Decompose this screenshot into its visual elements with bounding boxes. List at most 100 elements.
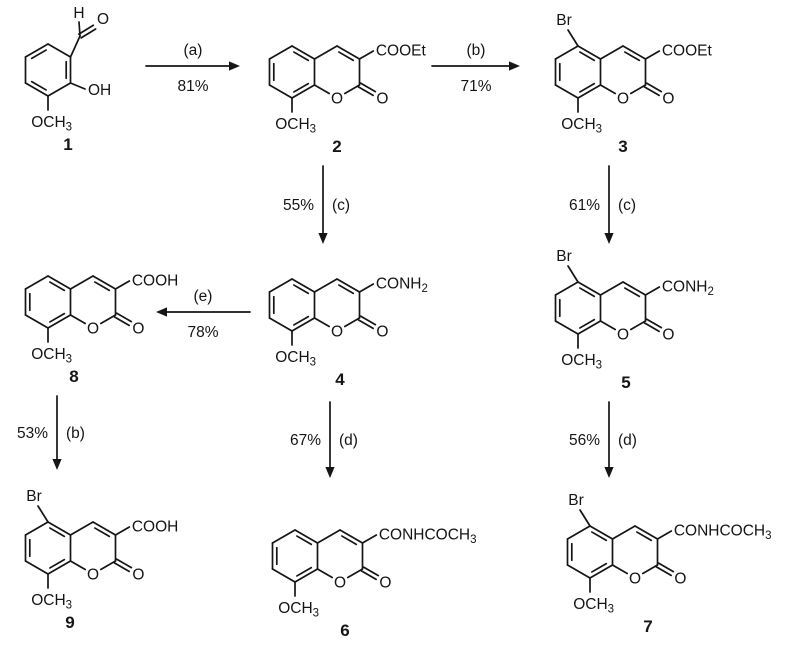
methoxy-label: OCH3 — [573, 596, 614, 616]
methoxy-label: OCH3 — [561, 352, 602, 372]
bond — [49, 281, 66, 292]
bond — [316, 529, 341, 544]
bond — [313, 317, 331, 328]
bond — [313, 84, 331, 95]
bond — [577, 281, 602, 296]
methoxy-label: OCH3 — [278, 600, 319, 620]
substituent-label: COOH — [132, 273, 179, 290]
bond — [567, 29, 579, 47]
bond — [629, 84, 647, 95]
bond — [114, 280, 131, 290]
bond — [336, 45, 361, 60]
compound-number: 7 — [643, 617, 652, 636]
substituent-label: CONHCOCH3 — [379, 527, 477, 547]
ring-oxygen-label: O — [331, 91, 343, 108]
substituent-label: CONH2 — [376, 276, 428, 296]
bond — [69, 275, 94, 290]
bond — [611, 525, 636, 540]
bond — [362, 566, 380, 577]
bond — [624, 51, 641, 62]
bond — [92, 521, 117, 536]
bond — [645, 82, 663, 93]
bond — [579, 82, 596, 93]
arrow-step-label: (d) — [618, 432, 637, 449]
bond — [579, 318, 596, 329]
arrow-a: (a)81% — [145, 42, 240, 95]
bond — [271, 568, 296, 583]
bond — [577, 320, 602, 335]
arrow-yield-label: 61% — [569, 197, 600, 214]
bond — [358, 50, 375, 60]
bond — [47, 521, 72, 536]
arrow-step-label: (c) — [618, 197, 636, 214]
bond — [554, 281, 579, 296]
compound-number: 9 — [65, 613, 74, 632]
bond — [359, 82, 377, 93]
bond — [47, 275, 72, 290]
bond — [268, 45, 293, 60]
bond — [339, 529, 364, 544]
arrow-yield-label: 78% — [187, 324, 218, 341]
arrow-c-1: 55%(c) — [283, 165, 350, 244]
bond — [24, 560, 49, 575]
compound-number: 4 — [335, 370, 345, 389]
ring-oxygen-label: O — [334, 575, 346, 592]
bond — [94, 527, 111, 538]
bond — [49, 527, 66, 538]
bond — [359, 315, 377, 326]
ring-oxygen-label: O — [617, 327, 629, 344]
bond — [629, 320, 647, 331]
carbonyl-oxygen-label: O — [662, 90, 674, 107]
bromo-label: Br — [26, 488, 42, 505]
bond — [291, 84, 316, 99]
arrowhead — [156, 307, 167, 317]
arrow-yield-label: 67% — [290, 432, 321, 449]
bond — [656, 530, 673, 540]
hydroxy-label: OH — [88, 82, 111, 99]
bond — [343, 317, 361, 328]
bond — [293, 315, 310, 326]
arrow-yield-label: 71% — [460, 78, 491, 95]
bond — [99, 314, 117, 325]
methoxy-label: OCH3 — [31, 592, 72, 612]
bond — [622, 281, 647, 296]
arrowhead — [604, 467, 614, 478]
bond — [599, 84, 617, 95]
bond — [115, 312, 133, 323]
substituent-label: COOH — [132, 519, 179, 536]
bond — [114, 526, 131, 536]
bond — [37, 505, 49, 523]
arrow-yield-label: 53% — [17, 425, 48, 442]
bond — [579, 51, 596, 62]
bond — [30, 80, 47, 91]
arrow-step-label: (b) — [66, 425, 85, 442]
ring-oxygen-label: O — [629, 571, 641, 588]
bond — [338, 51, 355, 62]
substituent-label: COOEt — [662, 43, 713, 60]
bond — [24, 521, 49, 536]
compound-number: 8 — [69, 367, 78, 386]
bond — [577, 84, 602, 99]
arrow-step-label: (c) — [332, 197, 350, 214]
arrow-b-2: 53% (b) — [17, 395, 85, 470]
bond — [268, 84, 293, 99]
bond — [589, 525, 614, 540]
bond — [268, 278, 293, 293]
bond — [293, 284, 310, 295]
bond — [113, 562, 130, 573]
bond — [80, 28, 97, 39]
methoxy-label: OCH3 — [31, 346, 72, 366]
bond — [645, 318, 663, 329]
bond — [24, 314, 49, 329]
arrowhead — [604, 233, 614, 244]
bond — [293, 51, 310, 62]
bond — [577, 45, 602, 60]
bond — [338, 284, 355, 295]
